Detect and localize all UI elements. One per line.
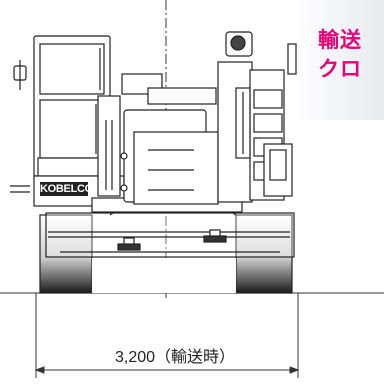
- page-title-line-2: クロ: [318, 56, 362, 81]
- background-shade: [290, 0, 384, 120]
- crawler-tracks: [39, 207, 295, 294]
- track-frame: [45, 212, 295, 258]
- transport-width-label: 3,200（輸送時）: [60, 343, 290, 367]
- width-dimension: [34, 293, 300, 378]
- right-track: [235, 214, 293, 294]
- winch-frame: [97, 95, 121, 197]
- cab-window-lower: [39, 99, 105, 159]
- winch-panel: [133, 131, 219, 205]
- kobelco-logo: KOBELCO: [40, 182, 93, 196]
- center-undercarriage: [92, 258, 236, 293]
- upper-structure: [10, 31, 297, 213]
- page-title-line-1: 輸送: [318, 27, 362, 52]
- cab-window-upper: [39, 43, 105, 95]
- left-track: [39, 214, 93, 294]
